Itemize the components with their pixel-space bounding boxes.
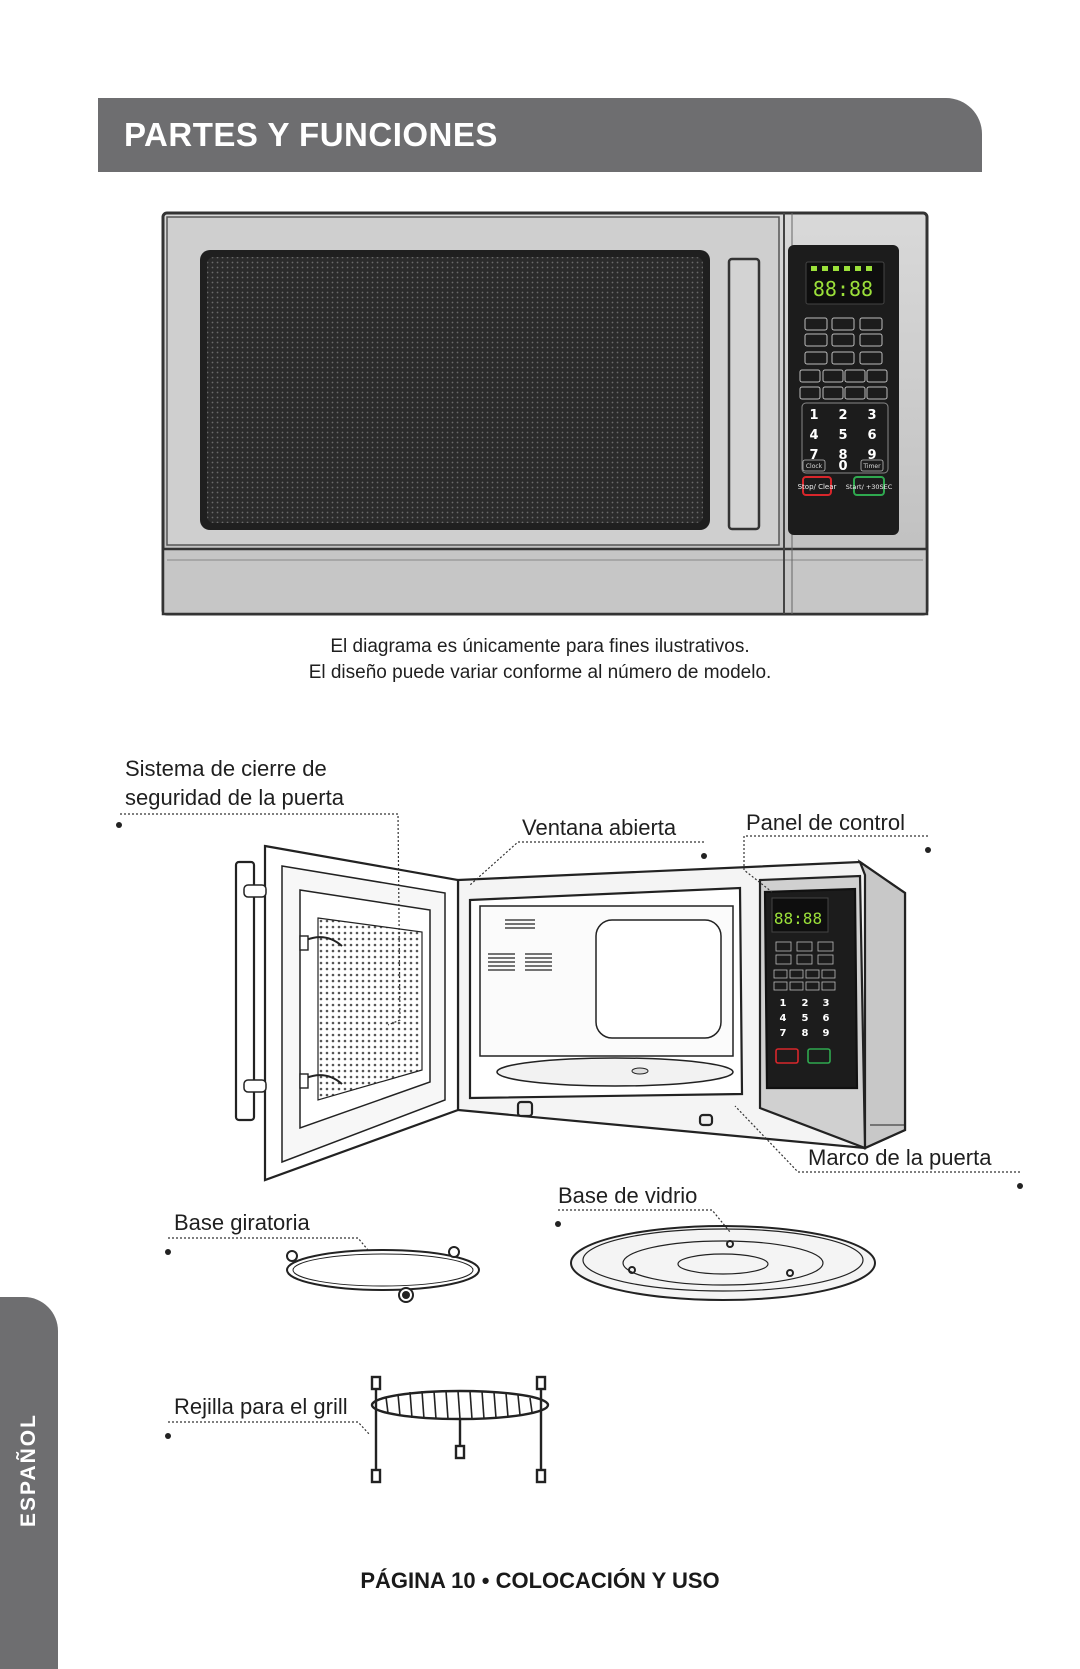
open-key-4: 4 (780, 1013, 787, 1024)
front-key-9: 9 (867, 448, 876, 463)
language-tab (0, 1297, 58, 1669)
label-glass-tray: Base de vidrio (558, 1183, 698, 1208)
page-title: PARTES Y FUNCIONES (124, 116, 498, 153)
front-timer-label: Timer (862, 463, 881, 470)
open-key-7: 7 (780, 1028, 787, 1039)
illustration-caption-line1: El diagrama es únicamente para fines ilu… (330, 636, 750, 657)
front-key-5: 5 (838, 428, 847, 443)
front-stop-label: Stop/ Clear (798, 483, 837, 491)
label-window-dot (701, 839, 707, 865)
front-key-7: 7 (809, 448, 818, 463)
open-key-3: 3 (823, 998, 830, 1009)
turntable-ring-illustration (286, 1246, 480, 1303)
section-header-band: PARTES Y FUNCIONES (98, 98, 982, 172)
label-door-lock-dot (116, 808, 122, 834)
leader-lines (120, 813, 1020, 1436)
open-key-6: 6 (823, 1013, 830, 1024)
open-key-9: 9 (823, 1028, 830, 1039)
front-start-label: Start/ +30SEC (846, 483, 893, 491)
label-door-frame-dot (1017, 1169, 1023, 1195)
front-key-4: 4 (809, 428, 818, 443)
label-control-panel: Panel de control (746, 810, 905, 835)
page-footer: PÁGINA 10 • COLOCACIÓN Y USO (360, 1568, 720, 1593)
open-key-5: 5 (802, 1013, 809, 1024)
glass-tray-illustration (570, 1225, 876, 1301)
front-key-3: 3 (867, 408, 876, 423)
label-grill-rack: Rejilla para el grill (174, 1394, 348, 1419)
front-display-digits: 88:88 (813, 277, 873, 301)
label-window: Ventana abierta (522, 815, 677, 840)
microwave-open-view: 88:88 1 2 3 4 5 6 7 8 9 (234, 844, 907, 1182)
open-key-8: 8 (802, 1028, 809, 1039)
open-key-2: 2 (802, 998, 809, 1009)
front-key-2: 2 (838, 408, 847, 423)
label-turntable-ring-dot (165, 1235, 171, 1261)
front-clock-label: Clock (806, 463, 823, 470)
label-door-frame: Marco de la puerta (808, 1145, 992, 1170)
grill-rack-illustration (370, 1375, 550, 1484)
illustration-caption-line2: El diseño puede variar conforme al númer… (308, 662, 772, 683)
front-key-6: 6 (867, 428, 876, 443)
microwave-front-view: 88:88 1 2 3 4 5 6 7 8 9 0 Clock Timer (161, 211, 929, 616)
front-key-8: 8 (838, 448, 847, 463)
label-glass-tray-dot (555, 1207, 561, 1233)
label-door-lock-line1: Sistema de cierre de (125, 756, 327, 781)
front-key-1: 1 (809, 408, 818, 423)
label-control-panel-dot (925, 833, 931, 859)
open-key-1: 1 (780, 998, 787, 1009)
label-door-lock-line2: seguridad de la puerta (125, 785, 344, 810)
open-display-digits: 88:88 (774, 909, 822, 928)
front-key-0: 0 (838, 459, 847, 474)
label-turntable-ring: Base giratoria (174, 1210, 310, 1235)
label-grill-rack-dot (165, 1419, 171, 1445)
